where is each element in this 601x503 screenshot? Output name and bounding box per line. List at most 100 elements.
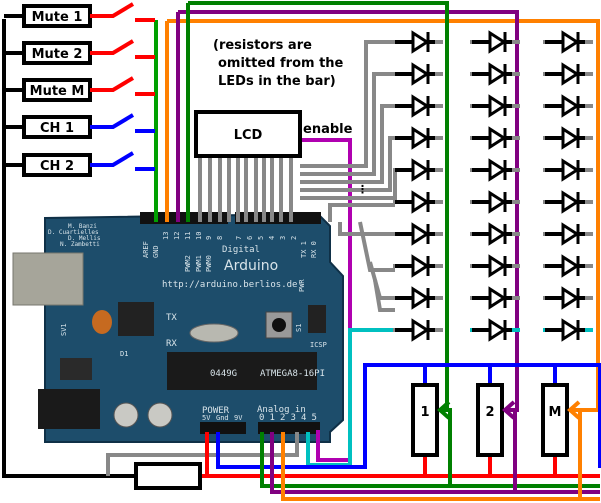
led-diode-icon [393, 62, 443, 86]
led-diode-icon [393, 222, 443, 246]
pot-wiper-wire [573, 408, 582, 501]
digital-pin-label: 7 [235, 236, 243, 240]
led-diode-icon [393, 190, 443, 214]
input-mute-2: Mute 2 [22, 39, 155, 65]
digital-pin-label: 10 [195, 232, 203, 240]
ellipsis: ⋮ [357, 183, 368, 196]
orange-wire [167, 19, 600, 412]
led-diode-icon [543, 126, 593, 150]
reset-button[interactable] [265, 311, 293, 339]
led-diode-icon [393, 94, 443, 118]
power-pin-label: 5V [202, 414, 211, 422]
digital-pin-label: 8 [216, 236, 224, 240]
input-label: CH 2 [40, 159, 74, 174]
led-wire [328, 203, 395, 222]
power-label: POWER [202, 406, 230, 416]
analog-pin-label: 2 [280, 413, 285, 423]
lcd-module [194, 110, 302, 158]
led-diode-icon [393, 254, 443, 278]
analog-0-wire [260, 432, 600, 488]
analog-2-wire [281, 432, 600, 501]
crystal [189, 323, 239, 343]
led-diode-icon [470, 254, 520, 278]
led-diode-icon [470, 318, 520, 342]
note-line: LEDs in the bar) [218, 74, 336, 89]
pwm-label: PWM0 [205, 255, 213, 272]
input-ch-1: CH 1 [22, 113, 155, 139]
led-diode-icon [543, 158, 593, 182]
credit: N. Zambetti [60, 241, 100, 248]
led-diode-icon [470, 94, 520, 118]
resistor [134, 462, 202, 490]
electrolytic-capacitor [147, 402, 173, 428]
digital-pin-label: 4 [268, 236, 276, 240]
potentiometer-1[interactable] [411, 383, 439, 457]
digital-pin-label: 13 [162, 232, 170, 240]
input-label: Mute 2 [32, 47, 83, 62]
analog-pin-label: 4 [301, 413, 306, 423]
led-diode-icon [543, 94, 593, 118]
input-mute-m: Mute M [22, 76, 155, 102]
digital-pin-label: 6 [246, 236, 254, 240]
pot-label: 1 [420, 405, 429, 420]
led-wire [338, 222, 395, 236]
credit: D. Cuartielles [48, 229, 99, 236]
led-diode-icon [393, 126, 443, 150]
switch-icon[interactable] [90, 39, 135, 55]
arrow-icon [501, 400, 516, 420]
sv1-label: SV1 [60, 323, 68, 336]
switch-icon[interactable] [90, 2, 135, 18]
led-wire [300, 72, 395, 176]
usb-connector [12, 252, 84, 306]
led-diode-icon [543, 30, 593, 54]
digital-pin-label: RX 0 [310, 241, 318, 258]
digital-label: Digital [222, 245, 260, 255]
ftdi-chip [118, 302, 154, 336]
tx-label: TX [166, 313, 177, 323]
arrow-icon [566, 400, 581, 420]
credit: D. Mellis [68, 235, 101, 242]
analog-pin-label: 3 [291, 413, 296, 423]
led-diode-icon [470, 126, 520, 150]
pot-label: M [549, 405, 562, 420]
pwm-label: PWM2 [184, 255, 192, 272]
icsp-header [308, 305, 326, 333]
switch-icon[interactable] [90, 151, 135, 167]
digital-pin-label: 11 [184, 232, 192, 240]
led-wire [300, 104, 395, 184]
switch-icon[interactable] [90, 76, 135, 92]
input-label: Mute M [30, 84, 85, 99]
led-wire [300, 136, 395, 192]
enable-label: enable [303, 122, 353, 137]
atmega-chip [167, 352, 317, 390]
gnd-wire [216, 363, 601, 469]
input-label: CH 1 [40, 121, 74, 136]
led-diode-icon [543, 286, 593, 310]
pot-wiper-wire [443, 408, 452, 488]
analog-pin-label: 1 [270, 413, 275, 423]
switch-icon[interactable] [90, 113, 135, 129]
led-diode-icon [543, 62, 593, 86]
led-wire [373, 279, 395, 312]
ground-bus [2, 19, 136, 478]
led-diode-icon [543, 190, 593, 214]
input-ch-2: CH 2 [22, 151, 155, 177]
power-header [200, 422, 246, 434]
potentiometer-2[interactable] [476, 383, 504, 457]
s1-label: S1 [295, 324, 303, 332]
potentiometer-M[interactable] [541, 383, 569, 457]
note-line: omitted from the [218, 56, 344, 71]
led-diode-icon [470, 286, 520, 310]
rx-label: RX [166, 339, 177, 349]
power-pin-label: Gnd [216, 414, 229, 422]
pwr-label: PWR [298, 279, 306, 292]
pot-label: 2 [485, 405, 494, 420]
digital-pin-label: AREF [142, 241, 150, 258]
arduino-board: ATMEGA8-16PI 0449G Digital Arduino http:… [12, 212, 344, 443]
power-jack [38, 389, 100, 429]
digital-pin-label: GND [152, 245, 160, 258]
led-wire [300, 170, 397, 200]
analog-label: Analog in [257, 405, 306, 415]
